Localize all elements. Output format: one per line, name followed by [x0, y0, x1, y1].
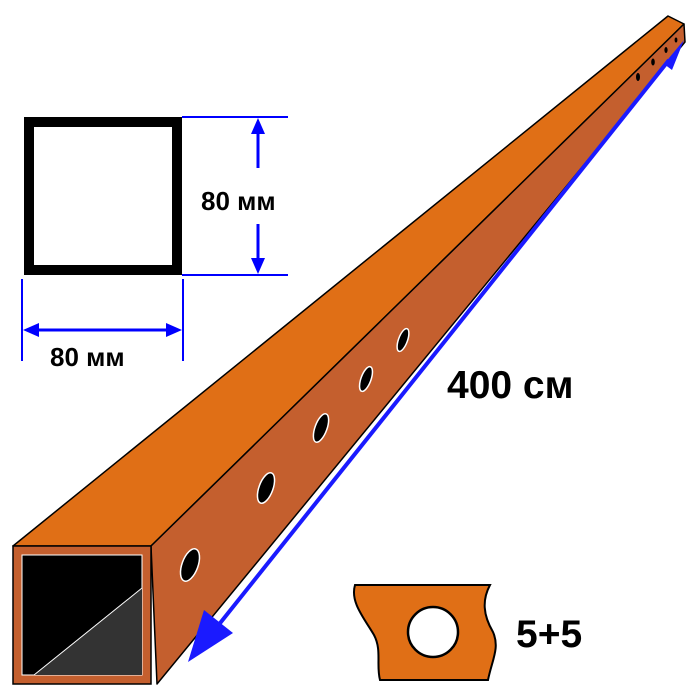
beam-top-face — [12, 15, 685, 547]
cross-section: 80 мм 80 мм — [21, 116, 288, 372]
beam-hole — [651, 58, 655, 66]
length-arrow — [188, 40, 684, 662]
width-arrow-left — [23, 323, 39, 337]
beam-hole — [396, 327, 410, 353]
plate-hole — [406, 605, 460, 659]
height-arrow-bottom — [251, 258, 265, 274]
beam-hole — [674, 37, 678, 43]
beam-hole — [358, 365, 374, 393]
beam-end-diagonal — [33, 587, 143, 676]
arrow-head-bottom — [188, 610, 233, 662]
profile-square — [24, 117, 182, 275]
height-label: 80 мм — [201, 186, 276, 216]
height-arrow-top — [251, 118, 265, 134]
arrow-head-top — [664, 40, 684, 70]
beam-hole — [664, 47, 668, 53]
holes-count-label: 5+5 — [516, 613, 582, 656]
beam-holes — [179, 37, 678, 582]
beam-hole — [256, 472, 276, 504]
beam-side-face — [150, 23, 686, 685]
width-label: 80 мм — [50, 342, 125, 372]
beam-hole — [312, 413, 330, 443]
width-arrow-right — [166, 323, 182, 337]
beam-hole — [179, 548, 201, 582]
beam — [12, 15, 686, 685]
beam-hole — [636, 73, 640, 81]
hole-plate-icon — [352, 584, 497, 681]
length-label: 400 см — [447, 364, 573, 407]
